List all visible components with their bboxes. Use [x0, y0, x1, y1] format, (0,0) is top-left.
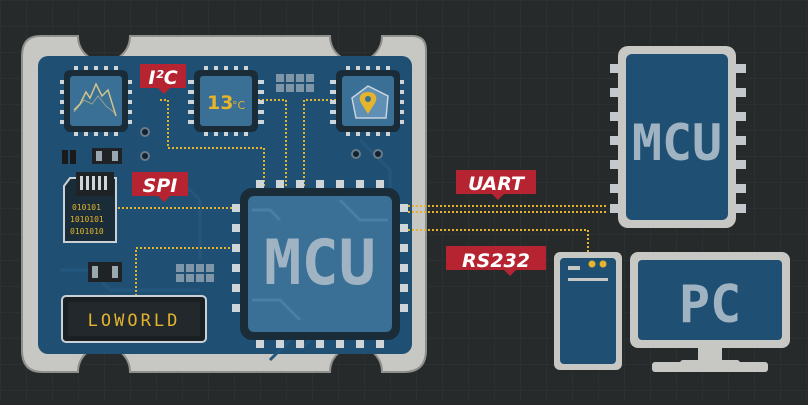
- temperature-value: 13: [207, 92, 233, 114]
- external-mcu: MCU: [610, 46, 746, 228]
- pc-monitor: PC: [630, 252, 790, 372]
- vias: [140, 127, 383, 161]
- spi-tag: SPI: [132, 172, 188, 202]
- board-mcu-chip: MCU: [232, 180, 408, 348]
- rs232-tag: RS232: [446, 246, 546, 276]
- external-mcu-label: MCU: [632, 114, 722, 172]
- temperature-sensor-chip: 13 °C: [188, 66, 264, 136]
- lcd-display: LOWORLD: [61, 295, 207, 343]
- uart-label: UART: [468, 173, 526, 195]
- rs232-label: RS232: [462, 250, 530, 272]
- sd-data-line-3: 0101010: [70, 227, 104, 236]
- sd-data-line-1: 010101: [72, 203, 101, 212]
- trace-gps-sensor: [303, 99, 340, 188]
- gps-sensor-chip: [330, 66, 404, 136]
- pc-tower: [554, 252, 622, 370]
- sd-card: 010101 1010101 0101010: [63, 172, 117, 243]
- trace-temp-sensor: [258, 99, 287, 188]
- graph-sensor-chip: [60, 66, 132, 136]
- external-links: [408, 205, 608, 254]
- trace-lcd: [135, 247, 236, 300]
- smd-components: [62, 74, 314, 282]
- i2c-tag: I²C: [140, 64, 186, 94]
- sd-data-line-2: 1010101: [70, 215, 104, 224]
- pc-label: PC: [679, 275, 742, 335]
- board-traces: [118, 99, 340, 300]
- board: 13 °C 010101: [21, 35, 427, 373]
- uart-tag: UART: [456, 170, 536, 200]
- board-mcu-pins: [232, 180, 408, 348]
- map-pin-icon: [351, 85, 389, 119]
- spi-label: SPI: [143, 175, 178, 197]
- board-mcu-label: MCU: [264, 226, 376, 299]
- rs232-line: [408, 229, 589, 254]
- temperature-unit: °C: [232, 99, 246, 112]
- lcd-text: LOWORLD: [88, 311, 181, 331]
- trace-i2c-graph: [160, 99, 265, 188]
- graph-line-icon: [73, 82, 117, 117]
- i2c-label: I²C: [148, 67, 177, 89]
